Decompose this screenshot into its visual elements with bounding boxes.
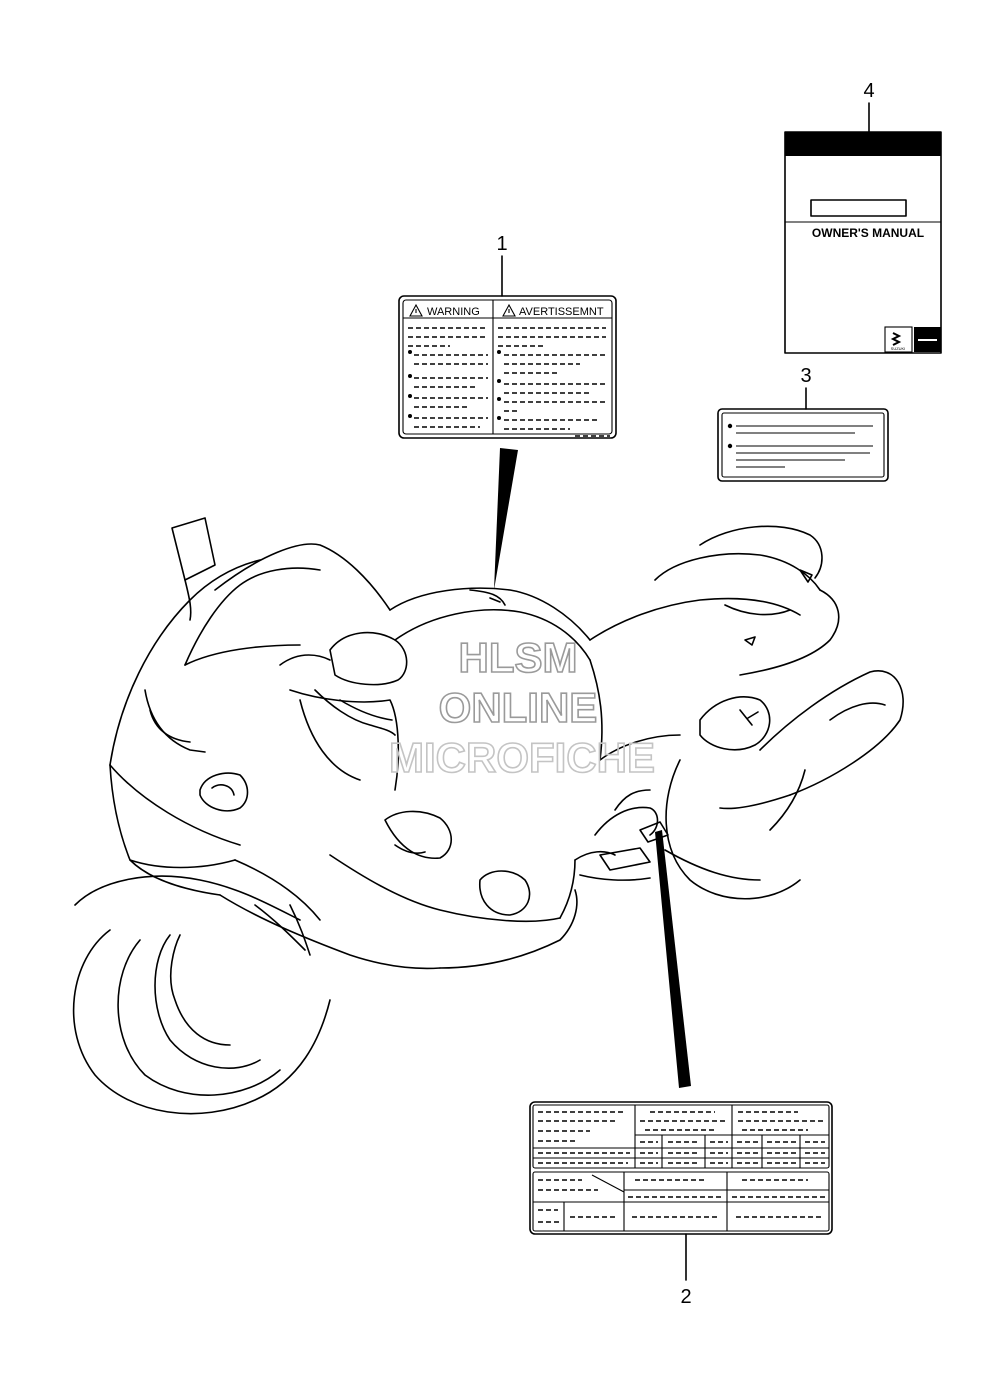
pointer-1 [494, 448, 518, 590]
callout-2: 2 [655, 830, 692, 1308]
watermark-line1: HLSM [459, 634, 578, 681]
pointer-2 [655, 830, 691, 1088]
callout-number-2: 2 [680, 1286, 691, 1308]
callout-1: 1 [494, 233, 518, 590]
watermark-line3: MICROFICHE [389, 734, 655, 781]
owners-manual-logo-text: SUZUKI [891, 346, 906, 351]
watermark: HLSM ONLINE MICROFICHE [388, 633, 656, 782]
warning-heading: WARNING [427, 306, 480, 318]
warning-triangle-icon [502, 303, 516, 317]
warning-label[interactable]: WARNING AVERTISSEMNT [398, 295, 617, 439]
warning-triangle-icon [409, 303, 423, 317]
avertissement-heading: AVERTISSEMNT [519, 306, 604, 318]
owners-manual-book[interactable]: OWNER'S MANUAL SUZUKI [784, 131, 942, 354]
motorcycle-illustration [72, 517, 904, 1115]
owners-manual-title: OWNER'S MANUAL [812, 226, 924, 240]
callout-4: 4 [863, 80, 875, 133]
caution-label[interactable] [717, 408, 889, 482]
suzuki-logo-icon [890, 332, 902, 346]
tire-info-label[interactable] [529, 1101, 833, 1235]
callout-number-3: 3 [800, 365, 811, 387]
callout-3: 3 [800, 365, 812, 410]
callout-number-4: 4 [863, 80, 874, 102]
callout-number-1: 1 [496, 233, 507, 255]
watermark-line2: ONLINE [439, 684, 598, 731]
